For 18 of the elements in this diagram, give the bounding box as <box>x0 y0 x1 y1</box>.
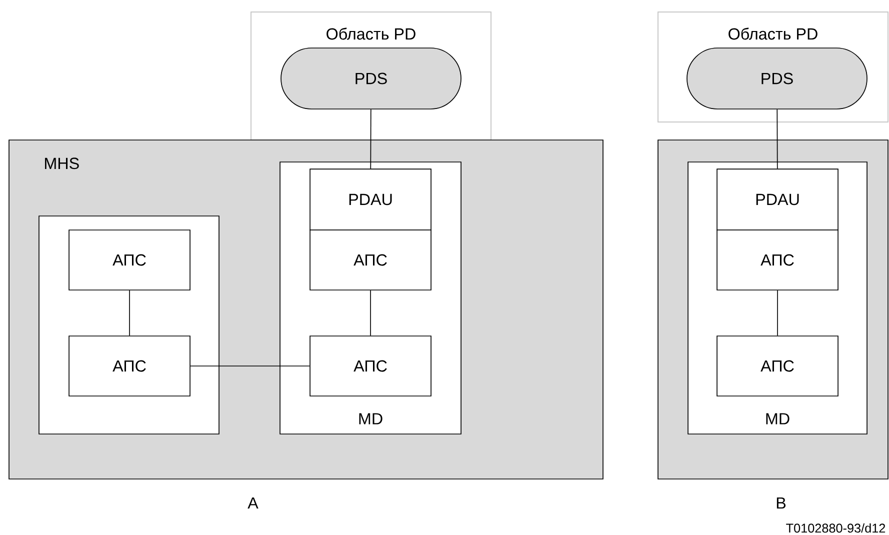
panel-label: A <box>248 497 258 509</box>
figure-code: T0102880-93/d12 <box>786 523 886 533</box>
component-box: PDAU <box>310 168 432 230</box>
connector-line <box>370 290 371 336</box>
connector-line <box>129 290 130 336</box>
panel-label: B <box>776 497 786 509</box>
server-pill: PDS <box>686 48 868 110</box>
component-box: АПС <box>310 336 432 396</box>
component-box: PDAU <box>716 168 838 230</box>
component-box: АПС <box>310 230 432 290</box>
server-pill: PDS <box>280 48 462 110</box>
connector-line <box>776 109 778 170</box>
component-box: АПС <box>68 230 190 290</box>
connector-line <box>370 109 372 170</box>
component-box: АПС <box>68 336 190 396</box>
connector-line <box>777 290 778 336</box>
component-box: АПС <box>716 336 838 396</box>
component-box: АПС <box>716 230 838 290</box>
